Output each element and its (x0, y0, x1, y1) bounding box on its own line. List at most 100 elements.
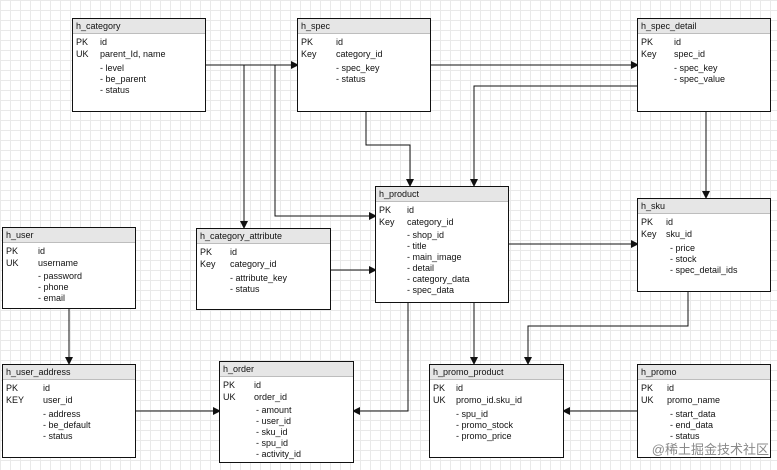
attribute-item: - spec_data (407, 285, 455, 295)
entity-title: h_spec (298, 19, 430, 34)
attribute-item: - spu_id (456, 409, 489, 419)
field-name: id (674, 37, 682, 47)
field-name: spec_id (674, 49, 706, 59)
key-label: PK (641, 37, 654, 47)
attribute-item: - phone (38, 282, 69, 292)
field-name: category_id (407, 217, 454, 227)
attribute-item: - address (43, 409, 81, 419)
field-name: order_id (254, 392, 288, 402)
field-name: id (38, 246, 46, 256)
entity-h-category-attribute[interactable]: h_category_attribute PK id Key category_id… (196, 228, 331, 310)
attribute-item: - price (670, 243, 696, 253)
attribute-item: - detail (407, 263, 435, 273)
entity-h-spec[interactable]: h_spec PK id Key category_id - spec_key - … (297, 18, 431, 112)
entity-title: h_category_attribute (197, 229, 330, 244)
watermark-text: @稀土掘金技术社区 (651, 442, 769, 457)
field-name: id (666, 217, 674, 227)
attribute-item: - status (230, 284, 260, 294)
attribute-item: - spec_value (674, 74, 726, 84)
entity-title: h_user_address (3, 365, 135, 380)
attribute-item: - status (336, 74, 366, 84)
key-label: PK (379, 205, 392, 215)
field-row-key: KEY user_id (3, 394, 135, 406)
attribute-item: - email (38, 293, 66, 303)
attribute-item: - be_default (43, 420, 91, 430)
key-label: Key (200, 259, 216, 269)
entity-title: h_sku (638, 199, 770, 214)
field-name: sku_id (666, 229, 693, 239)
field-row-pk: PK id (638, 216, 770, 228)
field-name: category_id (336, 49, 383, 59)
key-label: PK (6, 246, 19, 256)
field-name: id (43, 383, 51, 393)
attribute-item: - attribute_key (230, 273, 288, 283)
connector-spec-to-product (365, 112, 414, 187)
field-name: id (456, 383, 464, 393)
field-name: parent_Id, name (100, 49, 166, 59)
attribute-item: - title (407, 241, 427, 251)
attribute-item: - activity_id (256, 449, 302, 459)
key-label: UK (641, 395, 654, 405)
entity-title: h_category (73, 19, 205, 34)
entity-title: h_promo_product (430, 365, 563, 380)
key-label: PK (433, 383, 446, 393)
key-label: Key (301, 49, 317, 59)
field-name: id (100, 37, 108, 47)
attribute-item: - promo_stock (456, 420, 514, 430)
field-row-key: Key category_id (298, 48, 430, 60)
key-label: KEY (6, 395, 25, 405)
entity-title: h_order (220, 362, 353, 377)
field-name: id (230, 247, 238, 257)
attribute-item: - promo_price (456, 431, 512, 441)
field-name: user_id (43, 395, 73, 405)
field-row-pk: PK id (220, 379, 353, 391)
field-name: id (336, 37, 344, 47)
field-name: category_id (230, 259, 277, 269)
attribute-item: - status (670, 431, 700, 441)
field-row-pk: PK id (197, 246, 330, 258)
connector-category-to-product (274, 65, 377, 220)
key-label: UK (6, 258, 19, 268)
attribute-item: - user_id (256, 416, 292, 426)
entity-title: h_user (3, 228, 135, 243)
field-row-pk: PK id (430, 382, 563, 394)
key-label: UK (433, 395, 446, 405)
attribute-item: - level (100, 63, 125, 73)
field-row-pk: PK id (298, 36, 430, 48)
entity-title: h_product (376, 187, 508, 202)
attribute-item: - category_data (407, 274, 470, 284)
connector-sku-to-promo-product (524, 292, 689, 365)
field-row-pk: PK id (638, 36, 770, 48)
attribute-item: - stock (670, 254, 697, 264)
key-label: PK (223, 380, 236, 390)
attribute-item: - spec_key (674, 63, 718, 73)
field-name: id (254, 380, 262, 390)
key-label: PK (641, 217, 654, 227)
attribute-item: - be_parent (100, 74, 147, 84)
key-label: PK (301, 37, 314, 47)
connector-product-to-order (352, 303, 409, 415)
key-label: Key (379, 217, 395, 227)
attribute-item: - shop_id (407, 230, 445, 240)
attribute-item: - spec_key (336, 63, 380, 73)
connector-spec-detail-to-product (470, 85, 638, 187)
key-label: PK (200, 247, 213, 257)
